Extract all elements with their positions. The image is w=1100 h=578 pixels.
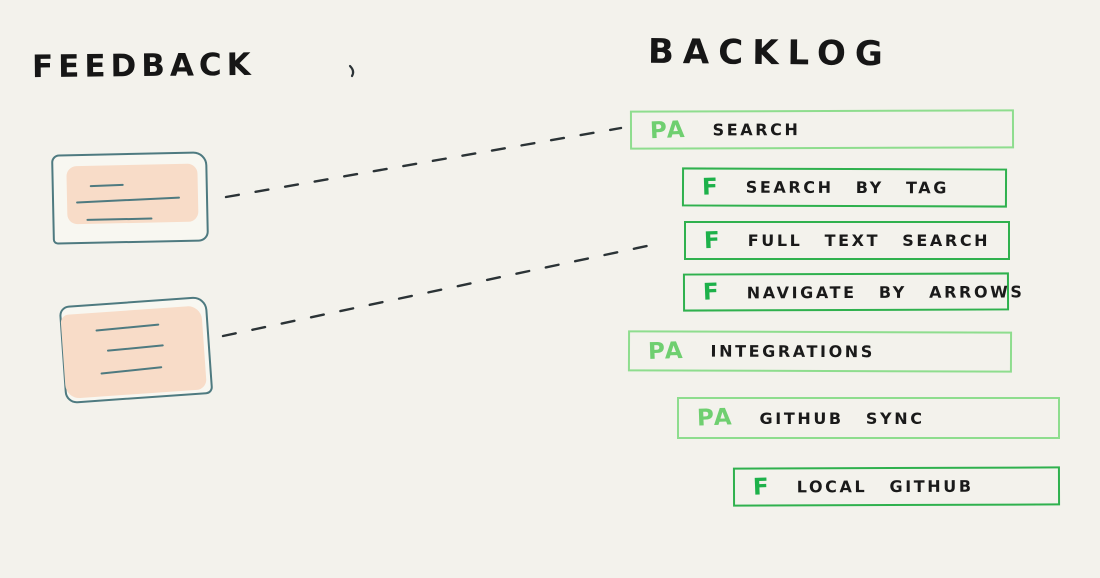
backlog-item-label: LOCAL GITHUB bbox=[796, 476, 974, 497]
card-highlight bbox=[60, 305, 207, 399]
feature-tag: F bbox=[703, 227, 723, 254]
feature-tag: F bbox=[752, 473, 772, 501]
backlog-item-github-sync[interactable]: PA GITHUB SYNC bbox=[677, 397, 1060, 439]
connector-card1-search bbox=[224, 126, 623, 199]
backlog-item-local-github[interactable]: F LOCAL GITHUB bbox=[732, 466, 1061, 507]
backlog-item-integrations[interactable]: PA INTEGRATIONS bbox=[627, 330, 1013, 373]
backlog-item-navigate-by-arrows[interactable]: F NAVIGATE BY ARROWS bbox=[682, 272, 1025, 312]
backlog-item-label: GITHUB SYNC bbox=[759, 408, 925, 428]
stray-pen-mark bbox=[348, 64, 355, 78]
product-area-tag: PA bbox=[696, 404, 734, 432]
feature-tag: F bbox=[702, 279, 722, 306]
product-area-tag: PA bbox=[647, 337, 685, 365]
backlog-column-title: BACKLOG bbox=[647, 31, 892, 75]
feedback-card[interactable] bbox=[51, 151, 209, 245]
backlog-item-search[interactable]: PA SEARCH bbox=[629, 109, 1015, 150]
product-area-tag: PA bbox=[649, 116, 688, 144]
backlog-item-label: SEARCH BY TAG bbox=[745, 177, 950, 198]
backlog-item-search-by-tag[interactable]: F SEARCH BY TAG bbox=[681, 167, 1008, 208]
backlog-item-label: SEARCH bbox=[712, 120, 801, 140]
connector-card2-fulltext bbox=[221, 241, 663, 338]
backlog-item-label: INTEGRATIONS bbox=[710, 341, 875, 362]
backlog-item-label: FULL TEXT SEARCH bbox=[747, 231, 991, 250]
backlog-item-full-text-search[interactable]: F FULL TEXT SEARCH bbox=[684, 221, 1010, 260]
feedback-column-title: FEEDBACK bbox=[31, 46, 256, 86]
backlog-item-label: NAVIGATE BY ARROWS bbox=[746, 281, 1025, 302]
card-highlight bbox=[66, 163, 199, 225]
feedback-card[interactable] bbox=[58, 295, 214, 405]
feature-tag: F bbox=[701, 173, 721, 201]
